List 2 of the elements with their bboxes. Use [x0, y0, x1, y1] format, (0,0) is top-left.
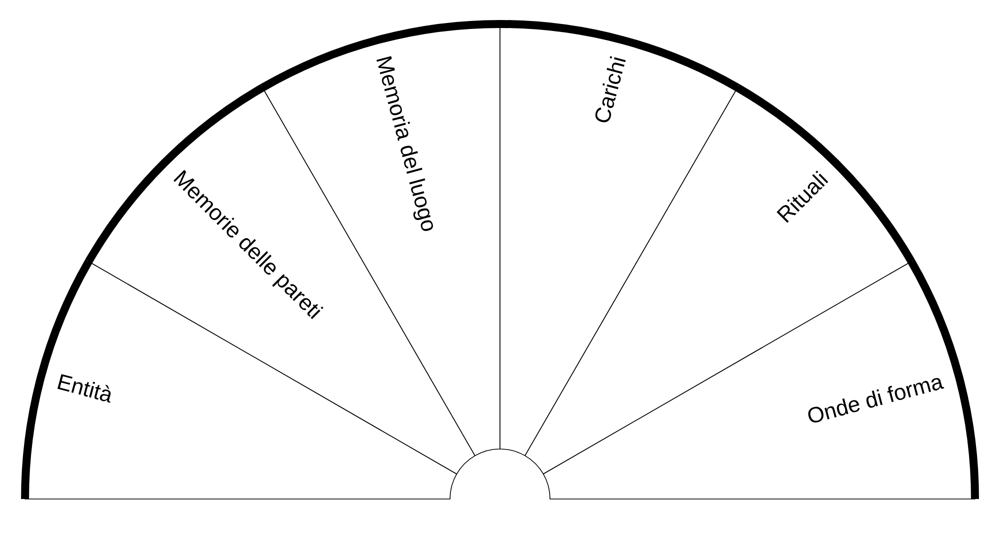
sector: Carichi [500, 20, 740, 456]
sector: Onde di forma [542, 260, 979, 500]
